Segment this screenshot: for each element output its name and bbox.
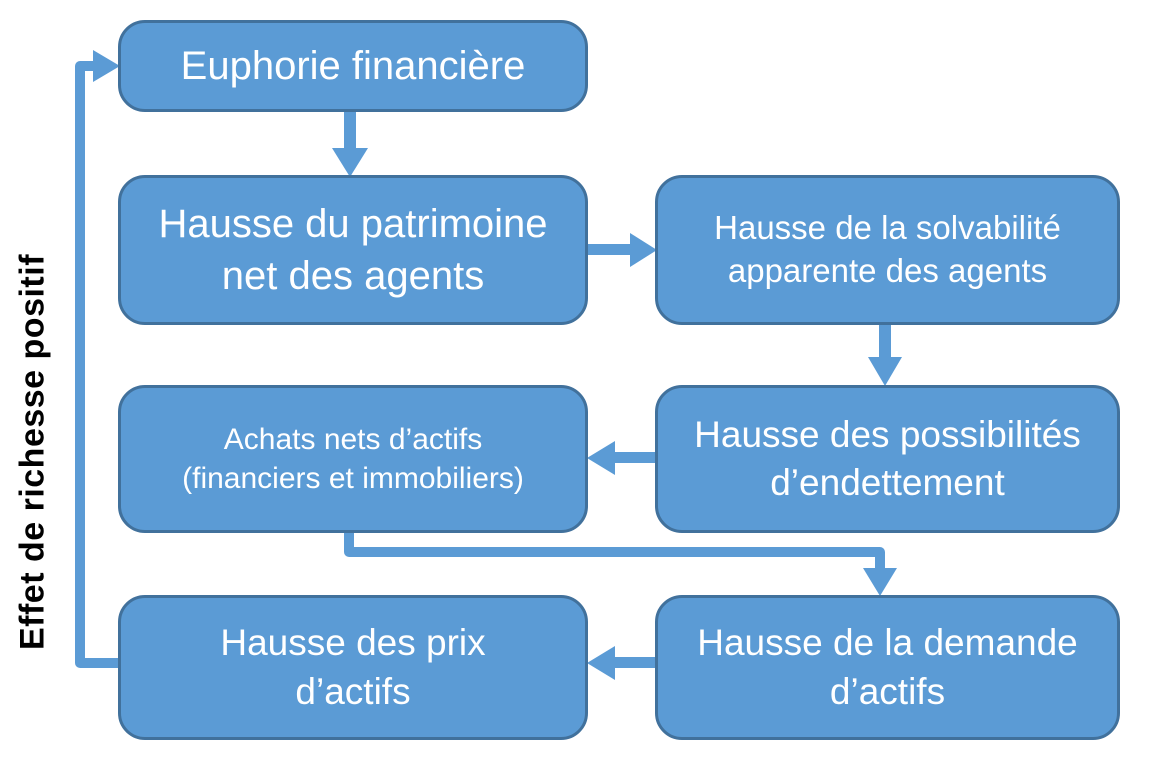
node-achats-nets-actifs: Achats nets d’actifs (financiers et immo…	[118, 385, 588, 533]
node-label-line2: (financiers et immobiliers)	[182, 462, 524, 495]
connector-achats-to-demande	[344, 531, 897, 596]
arrow-euphorie-to-patrimoine	[332, 110, 368, 177]
node-hausse-solvabilite-apparente: Hausse de la solvabilité apparente des a…	[655, 175, 1120, 325]
node-hausse-patrimoine-net: Hausse du patrimoine net des agents	[118, 175, 588, 325]
arrow-possibilites-to-achats	[587, 441, 657, 475]
node-euphorie-financiere: Euphorie financière	[118, 20, 588, 112]
node-hausse-prix-actifs: Hausse des prix d’actifs	[118, 595, 588, 740]
node-hausse-possibilites-endettement: Hausse des possibilités d’endettement	[655, 385, 1120, 533]
node-label-line1: Hausse de la solvabilité	[714, 209, 1061, 247]
node-label-line1: Achats nets d’actifs	[223, 423, 483, 456]
node-label-line1: Hausse de la demande	[697, 622, 1078, 664]
node-label-line2: d’actifs	[829, 670, 946, 712]
node-label-line2: d’actifs	[295, 670, 411, 712]
node-hausse-demande-actifs: Hausse de la demande d’actifs	[655, 595, 1120, 740]
arrow-solvabilite-to-possibilites	[868, 323, 902, 386]
node-label-line1: Hausse des possibilités	[694, 413, 1081, 455]
node-label-line1: Hausse des prix	[220, 622, 486, 664]
arrow-patrimoine-to-solvabilite	[586, 233, 657, 267]
node-label-line2: net des agents	[221, 254, 485, 298]
node-label-line2: d’endettement	[770, 462, 1005, 503]
node-label-line2: apparente des agents	[727, 252, 1048, 289]
feedback-loop-label: Effet de richesse positif	[13, 253, 52, 651]
connector-feedback-prix-to-euphorie	[75, 50, 122, 668]
node-label: Euphorie financière	[180, 44, 526, 88]
node-label-line1: Hausse du patrimoine	[158, 202, 548, 246]
arrow-demande-to-prix	[587, 646, 657, 680]
